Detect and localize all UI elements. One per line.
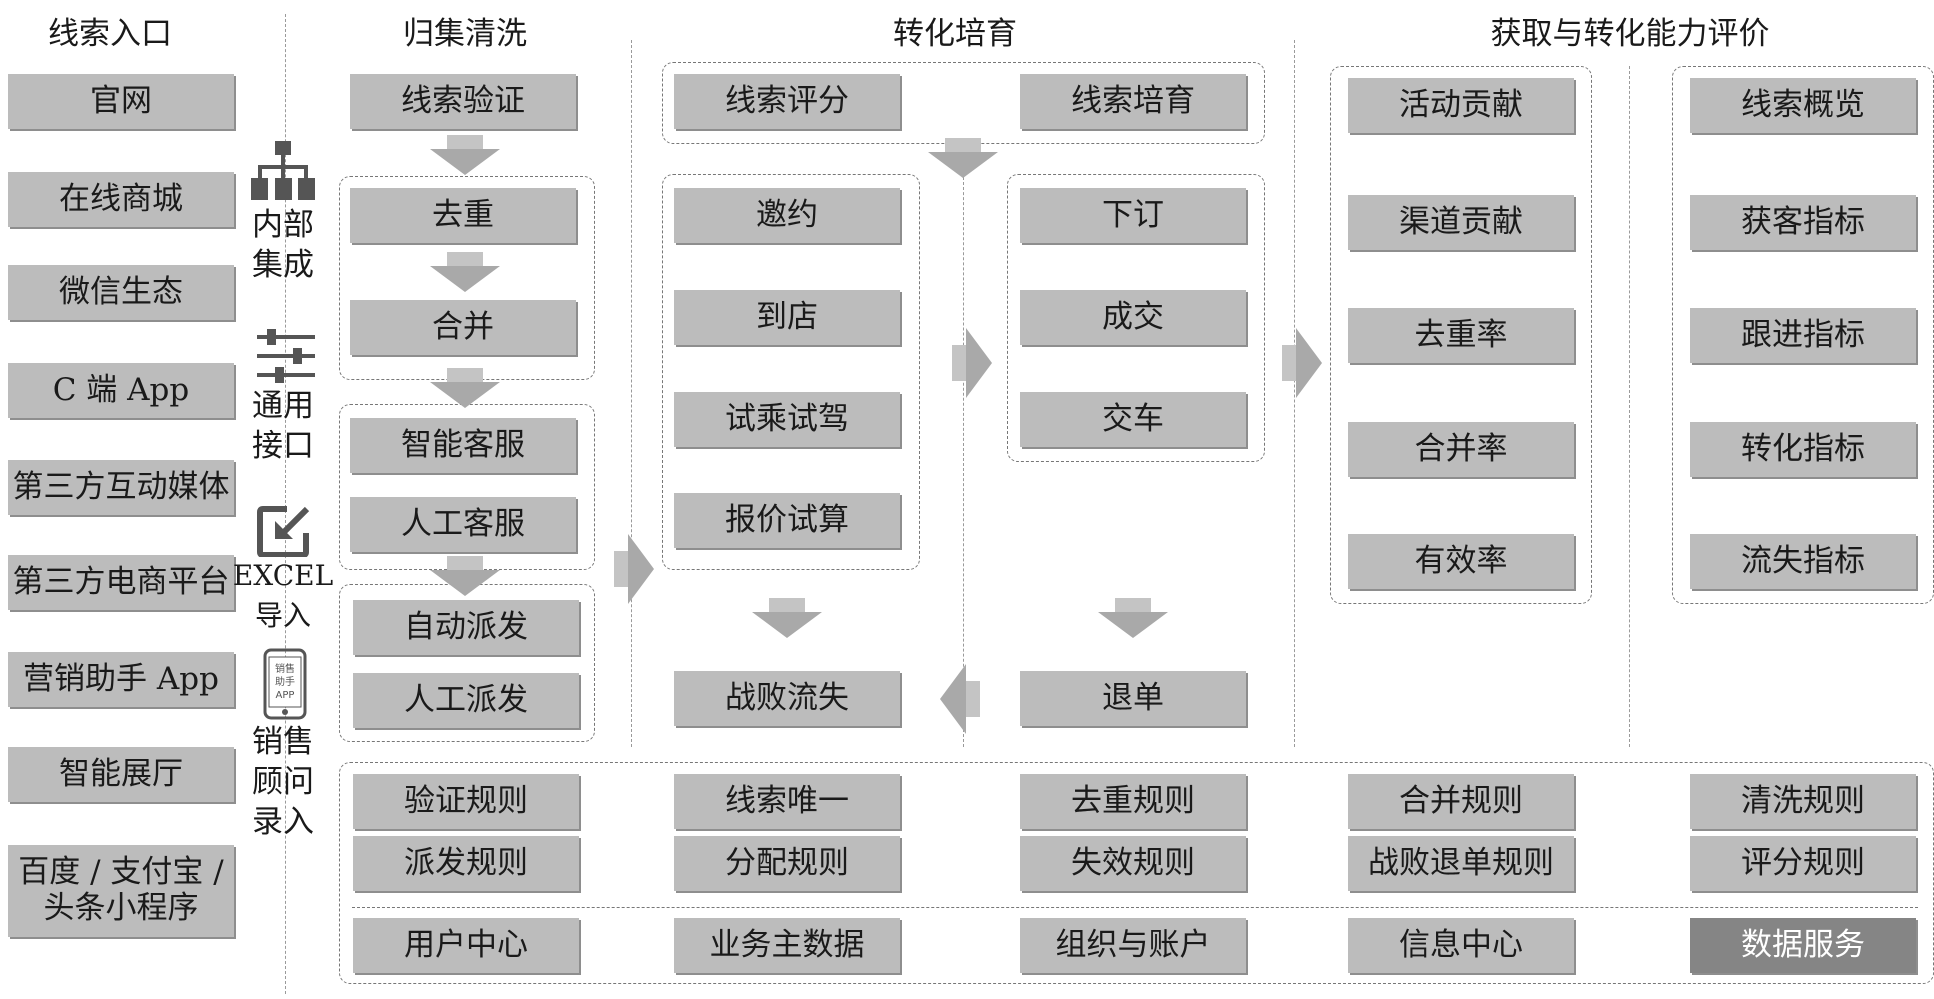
divider-nurture [1294,40,1295,747]
arrow-down [430,556,500,596]
step-lost: 战败流失 [674,671,900,726]
arrow-right [952,328,992,398]
step-refund: 退单 [1020,671,1246,726]
group-contribution [1330,66,1592,604]
header-nurture: 转化培育 [893,16,1017,52]
platform-item-data-service: 数据服务 [1690,918,1916,973]
entry-source: C 端 App [8,363,234,418]
step-auto-dispatch: 自动派发 [353,600,579,655]
step-order: 下订 [1020,188,1246,243]
rule-item: 派发规则 [353,836,579,891]
rules-platform-divider [352,907,1918,908]
entry-source: 智能展厅 [8,747,234,802]
entry-source: 百度 / 支付宝 / 头条小程序 [8,845,234,937]
step-dedup: 去重 [350,188,576,243]
platform-item: 业务主数据 [674,918,900,973]
arrow-down [928,138,998,178]
arrow-down [1098,598,1168,638]
step-delivery: 交车 [1020,392,1246,447]
metric-overview: 线索概览 [1690,78,1916,133]
arrow-left [940,664,980,734]
step-manual-service: 人工客服 [350,497,576,552]
import-label-internal: 内部 集成 [252,207,314,283]
entry-source: 第三方电商平台 [8,555,234,610]
platform-item: 信息中心 [1348,918,1574,973]
arrow-down [430,368,500,408]
rule-item: 分配规则 [674,836,900,891]
metric-contribution: 活动贡献 [1348,78,1574,133]
arrow-down [430,135,500,175]
rule-item: 评分规则 [1690,836,1916,891]
rule-item: 失效规则 [1020,836,1246,891]
arrow-right [614,534,654,604]
rule-item: 验证规则 [353,774,579,829]
sliders-icon [257,329,315,383]
import-label-sales: 销售 顾问 录入 [252,724,314,840]
step-smart-service: 智能客服 [350,418,576,473]
entry-source: 第三方互动媒体 [8,460,234,515]
excel-import-icon [257,506,310,557]
rule-item: 去重规则 [1020,774,1246,829]
entry-source: 微信生态 [8,265,234,320]
entry-source: 营销助手 App [8,652,234,707]
import-label-api: 通用 接口 [252,388,314,464]
metric-overview: 跟进指标 [1690,308,1916,363]
metric-contribution: 去重率 [1348,308,1574,363]
step-manual-dispatch: 人工派发 [353,673,579,728]
metric-overview: 转化指标 [1690,422,1916,477]
step-verify: 线索验证 [350,74,576,129]
step-deal: 成交 [1020,290,1246,345]
metric-overview: 流失指标 [1690,534,1916,589]
phone-icon-text: 销售 [275,662,295,675]
import-label-excel: EXCEL 导入 [232,559,334,632]
step-visit: 到店 [674,290,900,345]
rule-item: 线索唯一 [674,774,900,829]
metric-contribution: 有效率 [1348,534,1574,589]
phone-icon-text: 助手 [275,675,295,688]
arrow-down [430,252,500,292]
group-follow-up [662,174,920,570]
header-entry: 线索入口 [48,16,172,52]
divider-eval [1629,66,1630,747]
header-eval: 获取与转化能力评价 [1490,16,1770,52]
step-invite: 邀约 [674,188,900,243]
sales-app-phone-icon: 销售 助手 APP [263,648,307,720]
phone-icon-text: APP [276,690,295,701]
step-score: 线索评分 [674,74,900,129]
step-quote: 报价试算 [674,493,900,548]
step-test-drive: 试乘试驾 [674,392,900,447]
entry-source: 官网 [8,74,234,129]
divider-clean [631,40,632,747]
platform-item: 组织与账户 [1020,918,1246,973]
step-merge: 合并 [350,300,576,355]
header-clean: 归集清洗 [403,16,527,52]
rule-item: 战败退单规则 [1348,836,1574,891]
divider-nurture-mid [963,172,964,747]
arrow-down [752,598,822,638]
org-tree-icon [251,141,315,200]
metric-contribution: 渠道贡献 [1348,195,1574,250]
arrow-right [1282,328,1322,398]
divider-entry [285,14,286,994]
group-transaction [1007,174,1265,462]
step-cultivate: 线索培育 [1020,74,1246,129]
metric-contribution: 合并率 [1348,422,1574,477]
rule-item: 清洗规则 [1690,774,1916,829]
metric-overview: 获客指标 [1690,195,1916,250]
platform-item: 用户中心 [353,918,579,973]
entry-source: 在线商城 [8,172,234,227]
rule-item: 合并规则 [1348,774,1574,829]
